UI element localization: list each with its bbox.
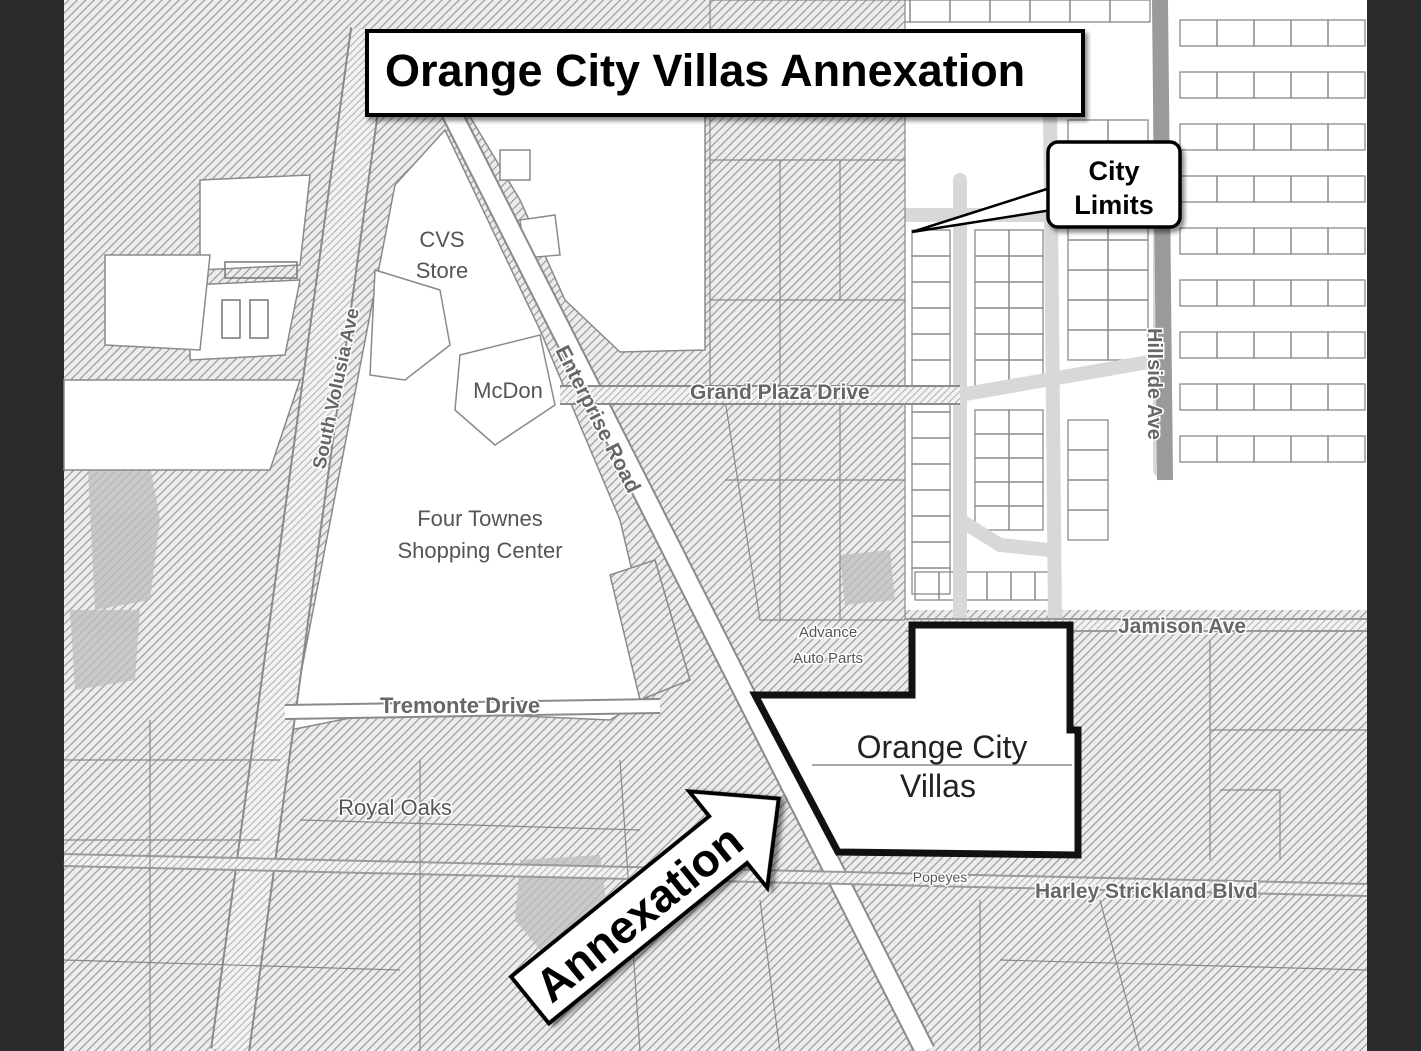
place-label-royal-oaks: Royal Oaks [338,795,452,820]
lot [1327,227,1366,255]
street-label-tremonte: Tremonte Drive [380,693,540,718]
annexation-label-line-2: Villas [900,768,976,804]
lot [1067,509,1109,541]
street-label-jamison: Jamison Ave [1118,615,1246,638]
place-label-four-townes-1: Four Townes [417,506,543,531]
outparcel [609,559,691,702]
lot [1327,435,1366,463]
lot [1327,331,1366,359]
shaded-areas [70,465,895,950]
lot [911,567,951,595]
lot [1327,71,1366,99]
place-label-mcdon: McDon [473,378,543,403]
lot [1109,0,1151,23]
city-limits-callout: City Limits [911,140,1182,234]
place-label-cvs-2: Store [416,258,469,283]
place-label-advance-2: Auto Parts [793,650,863,667]
northwest-parcels [63,174,311,471]
lot [1327,175,1366,203]
mcdon-parcel [454,334,556,446]
lot [1327,19,1366,47]
cvs-parcel [369,268,451,381]
annexation-label-line-1: Orange City [857,729,1028,765]
place-label-advance-1: Advance [799,624,857,641]
place-label-cvs-1: CVS [419,227,464,252]
street-label-hillside: Hillside Ave [1143,328,1165,440]
place-label-four-townes-2: Shopping Center [397,538,562,563]
right-border [1367,0,1421,1051]
left-border [0,0,64,1051]
lot [1327,383,1366,411]
callout-line-1: City [1088,156,1139,186]
street-label-grand-plaza: Grand Plaza Drive [690,381,870,404]
title-box: Orange City Villas Annexation [365,29,1085,117]
lot [1327,123,1366,151]
map-title: Orange City Villas Annexation [385,45,1025,96]
lot [1008,505,1044,531]
annexation-parcel[interactable] [749,621,1082,859]
place-label-popeyes: Popeyes [913,869,967,885]
northwest-parking [221,261,298,339]
lot [1327,279,1366,307]
street-label-harley: Harley Strickland Blvd [1035,880,1258,903]
arrow-icon [508,788,781,1027]
callout-line-2: Limits [1074,190,1154,220]
